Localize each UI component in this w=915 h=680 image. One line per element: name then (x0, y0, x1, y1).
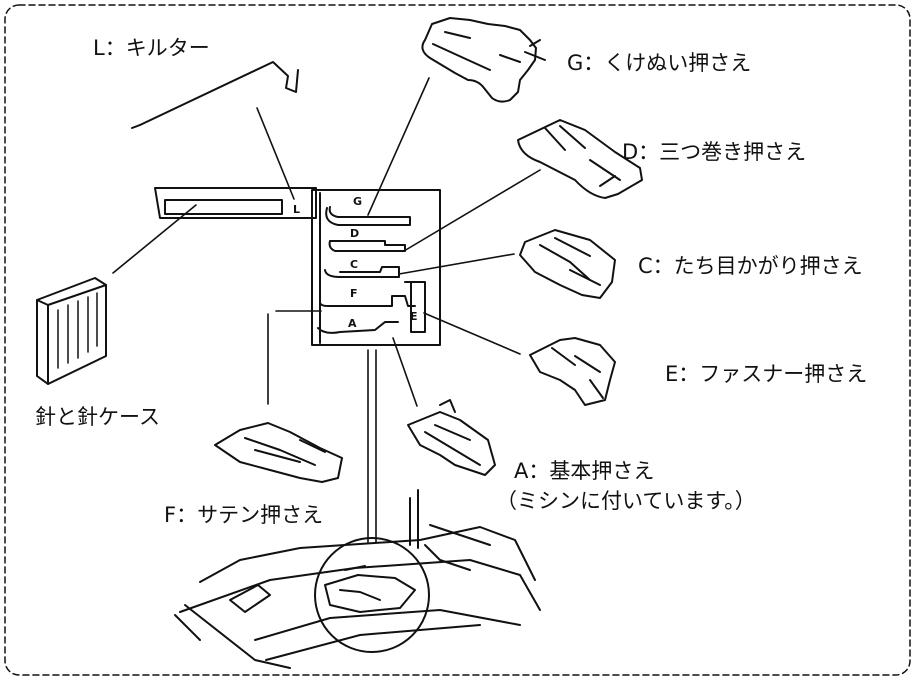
label-foot-a: A：基本押さえ (514, 459, 655, 483)
leader-needles (113, 205, 196, 273)
leader-lines (113, 78, 540, 543)
label-foot-e: E：ファスナー押さえ (665, 362, 868, 386)
foot-e-icon (530, 338, 615, 405)
zoom-circle (315, 538, 429, 652)
foot-g-icon (422, 18, 545, 102)
tray-letter-f: F (350, 287, 358, 300)
label-foot-a-note: （ミシンに付いています。） (496, 489, 756, 513)
tray-letter-g: G (353, 195, 363, 208)
leader-quilter (257, 108, 294, 199)
label-foot-g: G：くけぬい押さえ (567, 51, 752, 75)
leader-c (399, 254, 514, 274)
foot-c-icon (520, 230, 615, 298)
leader-a (393, 338, 417, 406)
label-quilter: L：キルター (93, 36, 210, 60)
label-needles: 針と針ケース (35, 405, 160, 429)
leader-d (404, 170, 540, 251)
tray-letter-l: L (293, 203, 301, 216)
label-foot-c: C：たち目かがり押さえ (638, 254, 863, 278)
sewing-machine-bed (175, 490, 540, 668)
leader-g (368, 78, 429, 215)
foot-f-icon (215, 423, 342, 482)
leader-e (424, 313, 520, 354)
accessory-tray (155, 188, 440, 345)
foot-a-icon (408, 400, 495, 475)
needle-case-icon (37, 278, 106, 384)
tray-letter-e: E (410, 310, 418, 323)
label-foot-d: D：三つ巻き押さえ (622, 140, 807, 164)
dashed-frame (5, 5, 910, 675)
foot-d-icon (518, 120, 642, 198)
tray-letter-d: D (350, 227, 360, 240)
tray-letter-c: C (350, 258, 359, 271)
quilter-icon (132, 62, 298, 128)
label-foot-f: F：サテン押さえ (164, 503, 324, 527)
tray-letter-a: A (348, 317, 357, 330)
